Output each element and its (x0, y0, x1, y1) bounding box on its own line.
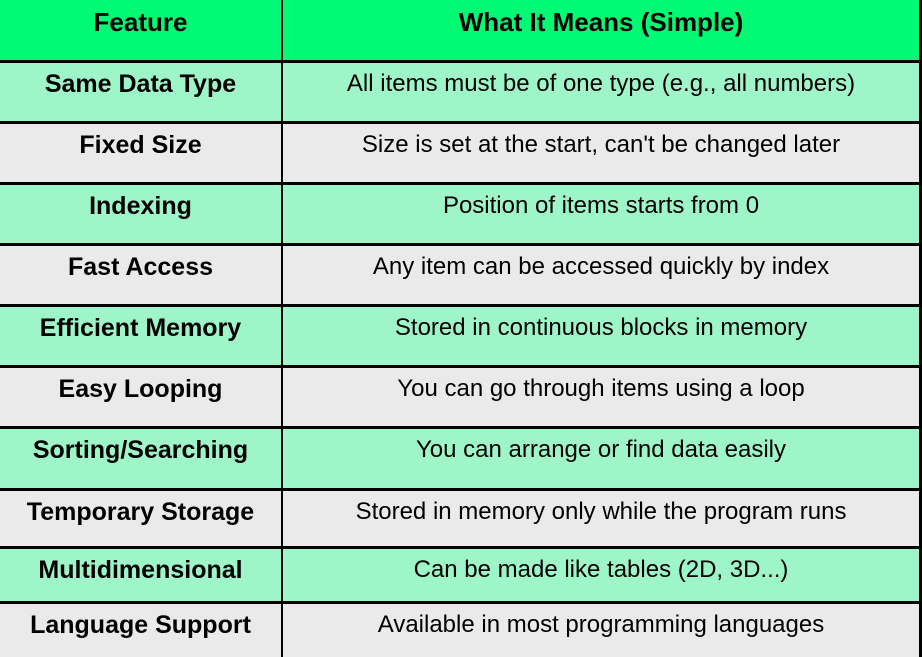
feature-cell: Language Support (0, 601, 283, 657)
feature-cell: Fixed Size (0, 120, 283, 184)
feature-cell: Fast Access (0, 242, 283, 306)
feature-cell: Indexing (0, 181, 283, 245)
meaning-cell: Size is set at the start, can't be chang… (282, 120, 921, 184)
meaning-cell: All items must be of one type (e.g., all… (282, 59, 921, 123)
column-header-meaning: What It Means (Simple) (282, 0, 921, 61)
feature-cell: Same Data Type (0, 59, 283, 123)
feature-cell: Temporary Storage (0, 488, 283, 548)
header-row: Feature What It Means (Simple) (0, 0, 921, 61)
meaning-cell: You can go through items using a loop (282, 364, 921, 428)
meaning-cell: Any item can be accessed quickly by inde… (282, 242, 921, 306)
meaning-cell: You can arrange or find data easily (282, 426, 921, 490)
feature-cell: Multidimensional (0, 546, 283, 603)
column-header-feature: Feature (0, 0, 283, 61)
table-header: Feature What It Means (Simple) (0, 0, 921, 61)
meaning-cell: Position of items starts from 0 (282, 181, 921, 245)
meaning-cell: Stored in continuous blocks in memory (282, 303, 921, 367)
meaning-cell: Can be made like tables (2D, 3D...) (282, 546, 921, 603)
meaning-cell: Available in most programming languages (282, 601, 921, 657)
feature-cell: Sorting/Searching (0, 426, 283, 490)
meaning-cell: Stored in memory only while the program … (282, 488, 921, 548)
feature-cell: Easy Looping (0, 364, 283, 428)
feature-cell: Efficient Memory (0, 303, 283, 367)
